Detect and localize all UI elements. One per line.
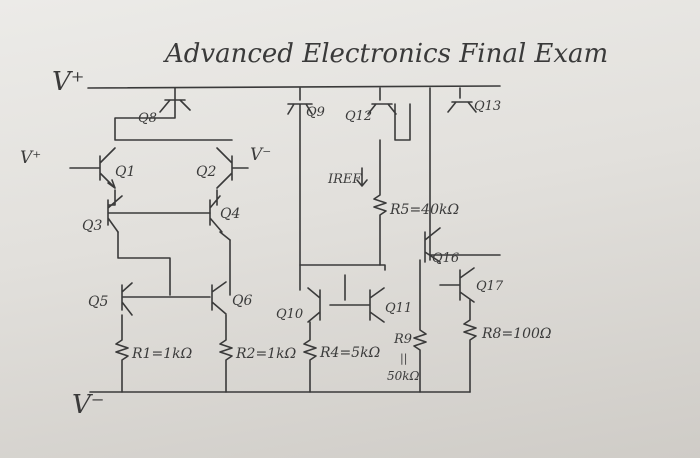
exam-title: Advanced Electronics Final Exam bbox=[163, 39, 608, 69]
transistor-q4: Q4 bbox=[209, 189, 240, 241]
svg-text:R8=100Ω: R8=100Ω bbox=[481, 326, 552, 342]
vplus-rail bbox=[87, 85, 501, 89]
transistor-q16: Q16 bbox=[424, 227, 501, 266]
svg-text:Q5: Q5 bbox=[88, 294, 108, 310]
transistor-q3: Q3 bbox=[82, 189, 211, 234]
svg-text:R4=5kΩ: R4=5kΩ bbox=[319, 345, 381, 361]
svg-text:Q10: Q10 bbox=[276, 307, 303, 322]
svg-text:Q12: Q12 bbox=[345, 109, 372, 124]
svg-text:Q1: Q1 bbox=[115, 164, 135, 180]
q10-q11-wires bbox=[299, 264, 386, 301]
vplus-left-label: V⁺ bbox=[20, 148, 41, 168]
svg-text:Q13: Q13 bbox=[474, 99, 501, 114]
vminus-top-label: V⁻ bbox=[250, 145, 271, 165]
transistor-q6: Q6 bbox=[211, 281, 252, 315]
svg-text:Q3: Q3 bbox=[82, 218, 102, 234]
svg-text:R1=1kΩ: R1=1kΩ bbox=[131, 346, 193, 362]
svg-text:50kΩ: 50kΩ bbox=[387, 369, 420, 383]
svg-text:R9: R9 bbox=[393, 332, 412, 347]
iref-label: IREF bbox=[327, 167, 368, 187]
transistor-q11: Q11 bbox=[329, 287, 412, 323]
svg-text:Q8: Q8 bbox=[138, 111, 157, 126]
svg-text:R2=1kΩ: R2=1kΩ bbox=[235, 346, 297, 362]
svg-text:||: || bbox=[400, 352, 407, 366]
vminus-label: V⁻ bbox=[72, 390, 105, 420]
svg-text:R5=40kΩ: R5=40kΩ bbox=[389, 202, 459, 218]
transistor-q5: Q5 bbox=[88, 282, 211, 316]
svg-text:Q17: Q17 bbox=[476, 279, 504, 294]
svg-text:Q4: Q4 bbox=[220, 206, 240, 222]
transistor-q12: Q12 bbox=[345, 87, 411, 141]
transistor-q9: Q9 bbox=[287, 87, 325, 291]
transistor-q17: Q17 bbox=[439, 267, 504, 303]
svg-text:Q6: Q6 bbox=[232, 293, 252, 309]
resistor-r9: R9 || 50kΩ bbox=[387, 259, 427, 393]
svg-text:Q2: Q2 bbox=[196, 164, 216, 180]
resistor-r5: R5=40kΩ bbox=[373, 139, 459, 266]
svg-text:IREF: IREF bbox=[327, 172, 362, 187]
transistor-q2: Q2 bbox=[196, 147, 249, 189]
transistor-q13: Q13 bbox=[429, 87, 501, 261]
resistor-r2: R2=1kΩ bbox=[219, 314, 297, 393]
mirror-wires bbox=[117, 231, 231, 296]
resistor-r8: R8=100Ω bbox=[463, 299, 552, 393]
svg-text:Q9: Q9 bbox=[306, 105, 325, 120]
transistor-q8: Q8 bbox=[114, 87, 233, 141]
resistor-r1: R1=1kΩ bbox=[115, 314, 193, 393]
svg-text:Q16: Q16 bbox=[432, 251, 459, 266]
transistor-q1: Q1 bbox=[69, 147, 135, 189]
svg-text:Q11: Q11 bbox=[385, 301, 412, 316]
transistor-q10: Q10 bbox=[276, 287, 321, 323]
resistor-r4: R4=5kΩ bbox=[303, 321, 381, 393]
vplus-label: V⁺ bbox=[52, 67, 85, 97]
